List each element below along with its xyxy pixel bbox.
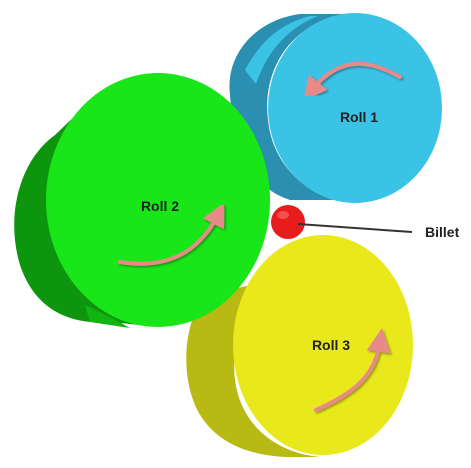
roll-2-face [46,73,270,327]
rotation-arrow-icon [314,328,391,412]
billet-body [271,205,305,239]
rotation-arrow-icon [118,202,225,266]
roll-3-face [233,235,413,455]
roll-2-base [85,305,130,328]
roll-1-face [268,13,442,203]
roll-3-side [186,280,320,457]
billet [271,205,305,239]
roll-2-label: Roll 2 [141,198,179,214]
roll-2 [14,73,270,328]
roll-3-label: Roll 3 [312,337,350,353]
roll-1-side-stripe [245,16,318,84]
billet-label: Billet [425,224,460,240]
billet-leader-line [297,223,413,233]
roll-2-side [14,90,150,326]
billet-highlight [277,211,289,219]
roll-1-label: Roll 1 [340,109,378,125]
rotation-arrow-icon [303,61,402,101]
roll-3 [186,235,413,457]
